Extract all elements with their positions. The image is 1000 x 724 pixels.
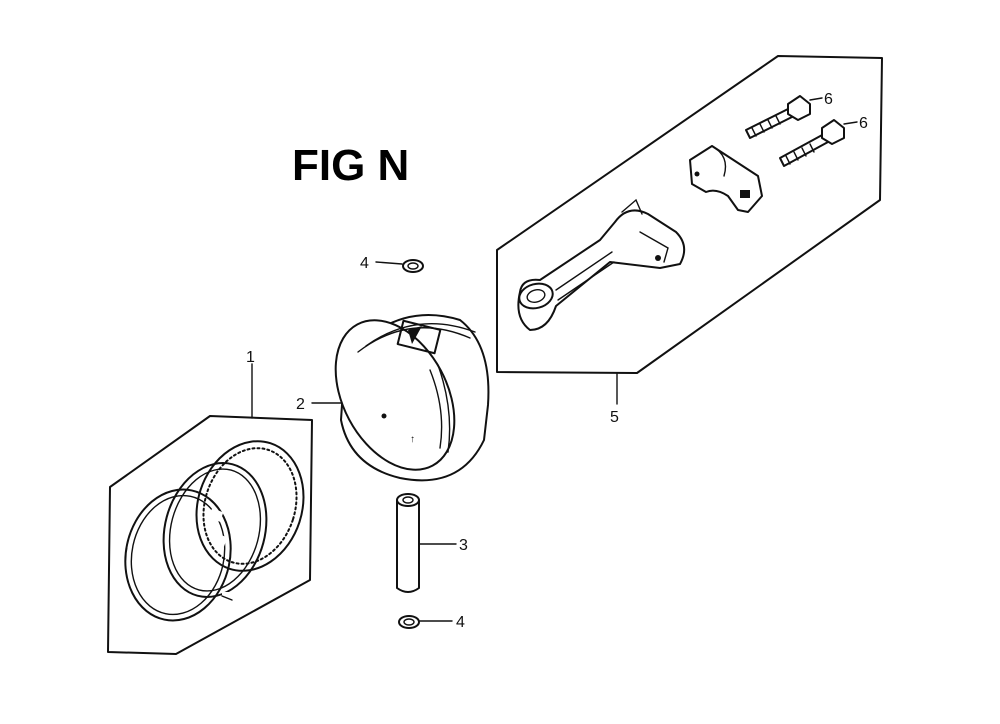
rod-set-frame <box>496 55 883 374</box>
callout-1: 1 <box>246 349 255 366</box>
bolt-head-lower <box>821 119 845 145</box>
callout-6-upper: 6 <box>824 91 833 108</box>
piston-pin-clip-bottom <box>398 615 420 629</box>
callout-3: 3 <box>459 537 468 554</box>
rod-bolt-upper <box>745 95 811 139</box>
leader-line-4-top <box>375 261 403 265</box>
connecting-rod <box>517 198 686 331</box>
callout-5: 5 <box>610 409 619 426</box>
piston-crown <box>334 319 456 471</box>
top-ring <box>124 488 232 622</box>
figure-title: FIG N <box>292 141 409 190</box>
callout-4-top: 4 <box>360 255 369 272</box>
bolt-head-upper <box>787 95 811 121</box>
leader-line-6-upper <box>809 97 823 101</box>
rod-small-end <box>518 282 554 310</box>
piston-pin <box>396 493 420 593</box>
piston-pin-clip-top <box>402 259 424 273</box>
piston: ↑ <box>334 314 490 482</box>
connecting-rod-cap <box>689 145 763 213</box>
piston-mark <box>396 319 442 355</box>
ring-set-frame <box>107 415 313 655</box>
callout-6-lower: 6 <box>859 115 868 132</box>
rod-bolt-lower <box>779 119 845 167</box>
connecting-rod-assembly <box>496 55 883 405</box>
oil-ring <box>195 440 305 572</box>
svg-text:↑: ↑ <box>410 434 415 445</box>
second-ring <box>162 462 268 598</box>
callout-4-bottom: 4 <box>456 614 465 631</box>
leader-line-6-lower <box>843 121 858 125</box>
piston-ring-set <box>107 363 313 655</box>
callout-2: 2 <box>296 396 305 413</box>
